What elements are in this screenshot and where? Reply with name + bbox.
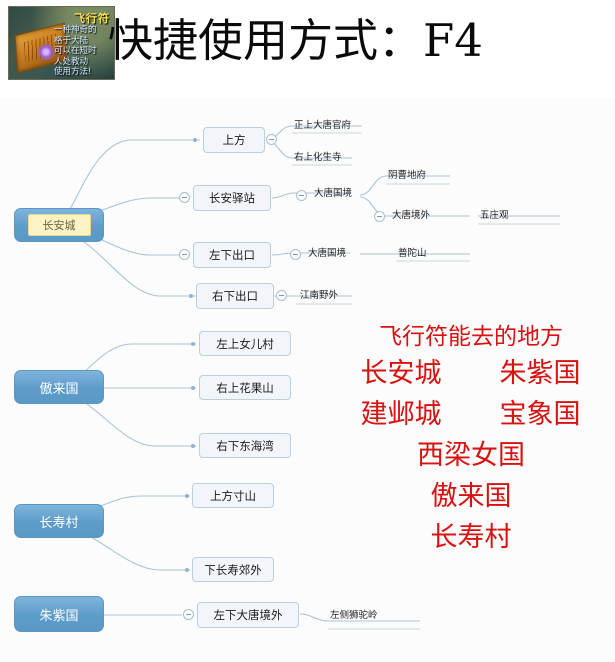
thumbnail-desc-line-2: 格于大陆 bbox=[54, 35, 89, 46]
thumbnail-desc-line-1: 一种神奇的 bbox=[54, 25, 97, 35]
node-shangfang[interactable]: 上方 bbox=[203, 127, 265, 153]
node-xia-changshoujiaowai-label: 下长寿郊外 bbox=[204, 562, 262, 577]
node-youxia-donghaiwan[interactable]: 右下东海湾 bbox=[199, 433, 291, 458]
collapse-toggle-datangguojing-2[interactable] bbox=[290, 249, 301, 260]
node-changanyizhan-label: 长安驿站 bbox=[209, 191, 255, 205]
root-node-changancheng[interactable]: 长安城 bbox=[14, 208, 104, 242]
node-youxiachukou[interactable]: 右下出口 bbox=[196, 283, 274, 309]
red-note-title: 飞行符能去的地方 bbox=[379, 324, 563, 350]
game-thumbnail: 飞行符 一种神奇的 格于大陆 可以在短时 人处教动 使用方法! bbox=[8, 6, 115, 80]
red-note-location-zhuziguo: 朱紫国 bbox=[499, 358, 581, 389]
thumbnail-desc-line-5: 使用方法! bbox=[54, 67, 92, 77]
connector-dot-nuercun bbox=[191, 342, 195, 346]
leaf-zuoce-shituoling[interactable]: 左侧狮驼岭 bbox=[330, 610, 378, 621]
node-datangguojing-2[interactable]: 大唐国境 bbox=[308, 248, 347, 259]
connector-dot-fangcunshan bbox=[185, 494, 189, 498]
collapse-toggle-shangfang[interactable] bbox=[266, 134, 277, 145]
node-youshang-huaguoshan[interactable]: 右上花果山 bbox=[199, 375, 291, 400]
collapse-toggle-zuoxiachukou[interactable] bbox=[179, 249, 190, 260]
root-node-changshoucun[interactable]: 长寿村 bbox=[14, 504, 104, 538]
collapse-toggle-datangjingwai[interactable] bbox=[374, 211, 385, 222]
node-zuoxia-datangjingwai[interactable]: 左下大唐境外 bbox=[197, 602, 299, 628]
red-note-location-changshoucun: 长寿村 bbox=[430, 522, 512, 553]
thumbnail-caption: 飞行符 bbox=[74, 12, 110, 25]
root-node-zhuziguo-label: 朱紫国 bbox=[39, 608, 79, 624]
node-xia-changshoujiaowai[interactable]: 下长寿郊外 bbox=[192, 557, 274, 582]
root-node-aolaiguo[interactable]: 傲来国 bbox=[14, 370, 104, 404]
node-youxiachukou-label: 右下出口 bbox=[212, 289, 258, 303]
root-node-changshoucun-label: 长寿村 bbox=[39, 515, 79, 531]
leaf-zhengshang-datang-guanfu[interactable]: 正上大唐官府 bbox=[294, 120, 352, 131]
connector-dot-huaguoshan bbox=[191, 386, 195, 390]
node-youshang-huaguoshan-label: 右上花果山 bbox=[216, 380, 274, 395]
node-youxia-donghaiwan-label: 右下东海湾 bbox=[216, 438, 274, 453]
node-shangfang-label: 上方 bbox=[222, 133, 246, 147]
page-header: 飞行符 一种神奇的 格于大陆 可以在短时 人处教动 使用方法! 快捷使用方式：F… bbox=[0, 0, 615, 98]
connector-dot-shangfang bbox=[193, 138, 197, 142]
red-note-location-aolaiguo: 傲来国 bbox=[430, 481, 512, 512]
leaf-yincaodifu[interactable]: 阴曹地府 bbox=[388, 170, 427, 181]
node-shang-fangcunshan-label: 上方寸山 bbox=[210, 488, 256, 503]
collapse-toggle-zuoxia-datangjingwai[interactable] bbox=[183, 609, 194, 620]
magic-glow-icon bbox=[37, 43, 55, 61]
node-zuoxiachukou[interactable]: 左下出口 bbox=[193, 242, 271, 268]
red-note-location-jianyecheng: 建邺城 bbox=[360, 399, 442, 430]
leaf-wuzhuangguan[interactable]: 五庄观 bbox=[480, 210, 509, 221]
red-note-location-xiliangnuguo: 西梁女国 bbox=[417, 440, 525, 471]
root-node-aolaiguo-label: 傲来国 bbox=[39, 381, 79, 397]
red-note-location-grid: 长安城 朱紫国 建邺城 宝象国 西梁女国 傲来国 长寿村 bbox=[332, 356, 610, 555]
node-shang-fangcunshan[interactable]: 上方寸山 bbox=[192, 483, 274, 508]
node-zuoshang-nuercun-label: 左上女儿村 bbox=[216, 336, 274, 351]
node-zuoxiachukou-label: 左下出口 bbox=[209, 248, 255, 262]
page-title: 快捷使用方式：F4 bbox=[108, 14, 483, 67]
leaf-youshang-huashengsi[interactable]: 右上化生寺 bbox=[294, 152, 342, 163]
collapse-toggle-youxiachukou[interactable] bbox=[276, 290, 287, 301]
root-node-changancheng-label: 长安城 bbox=[27, 214, 91, 236]
node-zuoshang-nuercun[interactable]: 左上女儿村 bbox=[199, 331, 291, 356]
mindmap-canvas: 长安城 傲来国 长寿村 朱紫国 上方 正上大唐官府 右上化生寺 长安驿站 大唐国… bbox=[0, 98, 615, 662]
collapse-toggle-changanyizhan[interactable] bbox=[179, 192, 190, 203]
thumbnail-desc-line-3: 可以在短时 bbox=[54, 46, 97, 56]
node-datangguojing-1[interactable]: 大唐国境 bbox=[314, 188, 353, 199]
leaf-putuoshan[interactable]: 普陀山 bbox=[398, 248, 427, 259]
thumbnail-description: 一种神奇的 格于大陆 可以在短时 人处教动 使用方法! bbox=[54, 25, 112, 78]
connector-dot-donghaiwan bbox=[191, 444, 195, 448]
connector-dot-youxiachukou bbox=[189, 294, 193, 298]
collapse-toggle-datangguojing-1[interactable] bbox=[296, 190, 307, 201]
node-datangjingwai[interactable]: 大唐境外 bbox=[392, 210, 431, 221]
red-note-location-changancheng: 长安城 bbox=[360, 358, 442, 389]
connector-dot-changshoujiaowai bbox=[185, 568, 189, 572]
root-node-zhuziguo[interactable]: 朱紫国 bbox=[14, 596, 104, 632]
thumbnail-desc-line-4: 人处教动 bbox=[54, 56, 89, 67]
red-annotation-block: 飞行符能去的地方 长安城 朱紫国 建邺城 宝象国 西梁女国 傲来国 长寿村 bbox=[332, 322, 610, 555]
node-zuoxia-datangjingwai-label: 左下大唐境外 bbox=[213, 608, 283, 622]
red-note-location-baoxiangguo: 宝象国 bbox=[499, 399, 581, 430]
node-changanyizhan[interactable]: 长安驿站 bbox=[193, 185, 271, 211]
leaf-jiangnanyewai[interactable]: 江南野外 bbox=[300, 290, 339, 301]
